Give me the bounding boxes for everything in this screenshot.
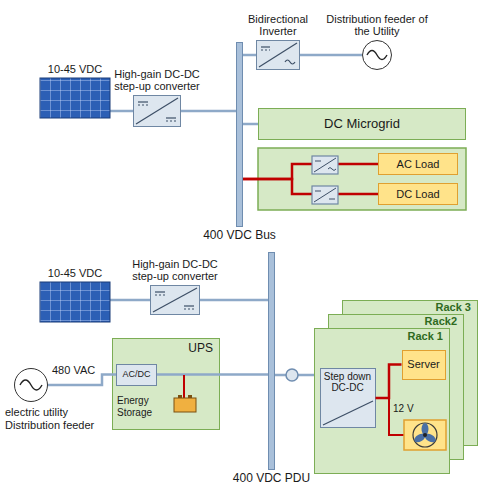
text-holder: High-gain DC-DC step-up converter xyxy=(101,68,213,93)
inverter-marks xyxy=(314,158,336,172)
fan-box xyxy=(404,420,446,450)
connector-line xyxy=(181,110,236,113)
node-label: 400 VDC PDU xyxy=(233,472,310,486)
fan-blade xyxy=(423,432,437,444)
microgrid-box: DC Microgrid xyxy=(258,108,466,140)
solar-panel-cells xyxy=(40,282,110,322)
text-holder: High-gain DC-DC step-up converter xyxy=(119,258,231,283)
node-label: High-gain DC-DC step-up converter xyxy=(119,258,231,283)
node-label: Step down DC-DC xyxy=(323,371,373,394)
ups-box: AC/DC UPS Energy Storage xyxy=(112,338,220,430)
converter-box: Step down DC-DC xyxy=(320,368,376,428)
text-holder: Bidirectional Inverter xyxy=(242,13,314,38)
text-holder: Energy Storage xyxy=(117,395,173,418)
voltage-label: 480 VAC xyxy=(52,364,95,377)
ac-mark xyxy=(285,60,295,64)
text-holder: Rack2 xyxy=(425,315,457,328)
fan-ring xyxy=(413,423,437,447)
pdu-bus: 400 VDC PDU xyxy=(268,252,275,470)
node-label: DC Load xyxy=(396,188,439,201)
node-label: Server xyxy=(407,358,439,371)
dc-mark xyxy=(155,291,165,292)
load-converter-symbol xyxy=(312,156,338,204)
node-label: AC/DC xyxy=(122,369,150,379)
dc-mark xyxy=(184,308,194,309)
rectifier-box: AC/DC xyxy=(116,364,157,386)
node-label: AC Load xyxy=(397,158,440,171)
text-holder: electric utility Distribution feeder xyxy=(5,406,111,431)
battery-symbol xyxy=(174,398,196,412)
connector-line xyxy=(110,110,133,113)
inverter-diagonal xyxy=(259,43,297,67)
dc-mark xyxy=(261,49,270,50)
inverter-symbol xyxy=(312,156,338,174)
node-label: Rack 1 xyxy=(408,330,443,343)
connector-line xyxy=(243,54,256,57)
sine-symbol xyxy=(20,380,42,390)
text-holder: UPS xyxy=(188,342,213,356)
text-holder: 400 VDC PDU xyxy=(233,472,310,486)
text-holder: 10-45 VDC xyxy=(35,63,115,76)
node-label: 10-45 VDC xyxy=(35,63,115,76)
connector-line xyxy=(157,373,268,376)
dc-mark xyxy=(166,117,176,118)
node-label: Energy Storage xyxy=(117,395,173,418)
dc-mark xyxy=(184,305,194,306)
node-label: DC Microgrid xyxy=(324,117,400,132)
converter-symbol xyxy=(312,186,338,204)
text-holder: Rack 3 xyxy=(436,301,471,314)
connector-line xyxy=(376,365,402,399)
voltage-label: 12 V xyxy=(393,403,414,415)
converter-diagonal xyxy=(323,401,373,425)
node-label: Rack2 xyxy=(425,315,457,328)
connector-line xyxy=(48,375,116,386)
dc-mark xyxy=(261,46,270,47)
fan-wire xyxy=(389,398,404,435)
bus-junction xyxy=(286,369,298,381)
load-box: DC Load xyxy=(378,183,458,205)
node-label: UPS xyxy=(188,342,213,356)
battery-wire xyxy=(183,375,185,398)
load-box: AC Load xyxy=(378,153,458,175)
converter-diagonal xyxy=(136,98,178,124)
dc-bus: 400 VDC Bus xyxy=(236,42,243,227)
sine-symbol xyxy=(367,51,387,60)
connector-line xyxy=(110,299,150,302)
node-label: Bidirectional Inverter xyxy=(242,13,314,38)
dc-mark xyxy=(155,294,165,295)
text-holder: 400 VDC Bus xyxy=(203,229,276,243)
converter-marks xyxy=(314,188,336,202)
node-label: High-gain DC-DC step-up converter xyxy=(101,68,213,93)
fan-blade xyxy=(413,432,427,444)
dc-mark xyxy=(138,101,148,102)
node-label: 10-45 VDC xyxy=(35,267,115,280)
solar-panel-cells xyxy=(40,78,110,118)
node-label: 400 VDC Bus xyxy=(203,229,276,243)
fan-hub xyxy=(423,433,427,437)
node-label: electric utility Distribution feeder xyxy=(5,406,111,431)
server-box: Server xyxy=(402,350,446,380)
text-holder: Step down DC-DC xyxy=(323,371,373,394)
text-holder: 12 V xyxy=(393,403,414,415)
text-holder: 480 VAC xyxy=(52,364,95,377)
converter-diagonal xyxy=(153,288,197,312)
dc-mark xyxy=(138,104,148,105)
node-label: Distribution feeder of the Utility xyxy=(322,13,432,38)
text-holder: Distribution feeder of the Utility xyxy=(322,13,432,38)
connector-line xyxy=(300,54,362,57)
text-holder: 10-45 VDC xyxy=(35,267,115,280)
dc-mark xyxy=(166,120,176,121)
connector-line xyxy=(243,179,378,194)
rack-box: Step down DC-DC Server Rack 1 xyxy=(314,328,450,474)
connector-line xyxy=(243,164,378,179)
text-holder: Rack 1 xyxy=(408,330,443,343)
node-label: Rack 3 xyxy=(436,301,471,314)
connector-line xyxy=(243,123,258,126)
connector-line xyxy=(200,299,268,302)
